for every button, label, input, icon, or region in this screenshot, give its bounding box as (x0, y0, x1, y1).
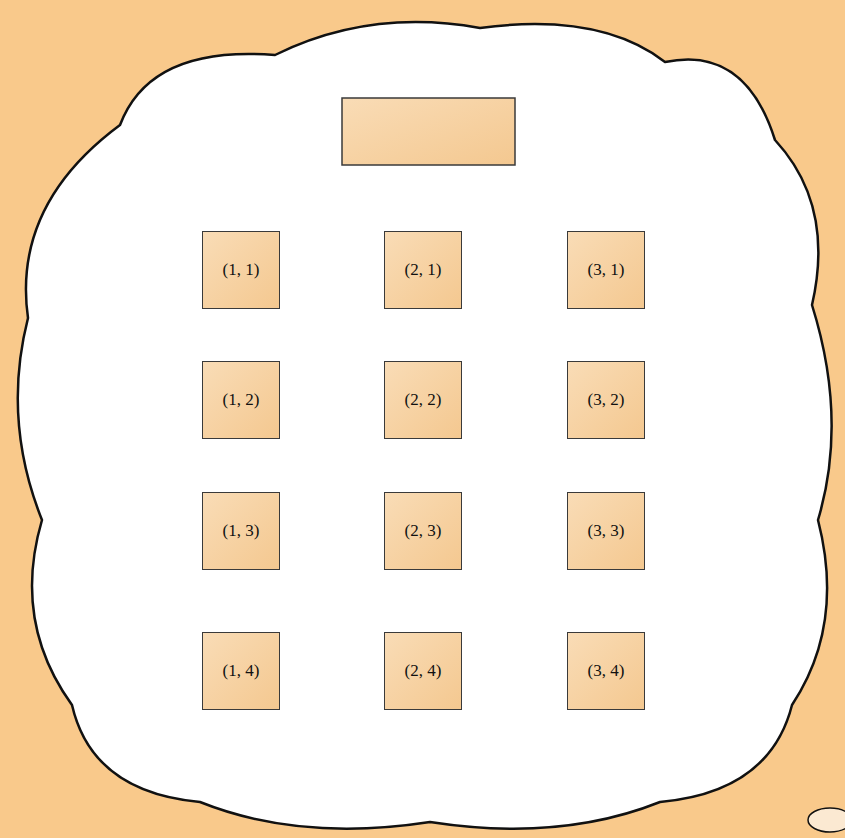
seat-box: (3, 2) (567, 361, 645, 439)
seat-box: (3, 3) (567, 492, 645, 570)
seat-label: (1, 4) (223, 661, 260, 681)
seat-label: (2, 1) (405, 260, 442, 280)
seat-label: (2, 3) (405, 521, 442, 541)
seat-label: (3, 4) (588, 661, 625, 681)
seat-box: (3, 4) (567, 632, 645, 710)
seat-box: (2, 3) (384, 492, 462, 570)
seat-box: (1, 2) (202, 361, 280, 439)
seat-box: (2, 2) (384, 361, 462, 439)
seat-box: (1, 4) (202, 632, 280, 710)
cloud-shape (18, 22, 832, 829)
seat-label: (3, 2) (588, 390, 625, 410)
seat-box: (3, 1) (567, 231, 645, 309)
small-bubble (808, 808, 845, 832)
seat-box: (1, 3) (202, 492, 280, 570)
seat-box: (2, 4) (384, 632, 462, 710)
seat-label: (2, 4) (405, 661, 442, 681)
seat-label: (1, 3) (223, 521, 260, 541)
seat-label: (2, 2) (405, 390, 442, 410)
seat-label: (3, 3) (588, 521, 625, 541)
seat-label: (1, 1) (223, 260, 260, 280)
seat-box: (2, 1) (384, 231, 462, 309)
seat-label: (1, 2) (223, 390, 260, 410)
teacher-desk (342, 98, 515, 165)
seat-label: (3, 1) (588, 260, 625, 280)
seat-box: (1, 1) (202, 231, 280, 309)
